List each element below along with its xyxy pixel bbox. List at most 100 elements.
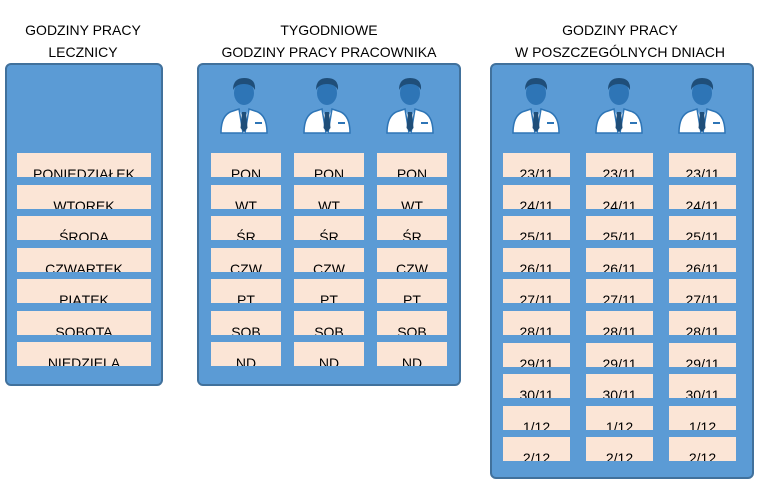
weekly-day-cell: PT xyxy=(377,279,447,303)
clinic-day-cell: PIĄTEK xyxy=(17,279,151,303)
clinic-day-cell: WTOREK xyxy=(17,184,151,209)
clinic-heading-line1: GODZINY PRACY xyxy=(25,22,141,38)
weekly-day-cell: WT xyxy=(377,184,447,209)
daily-date-cell-label: 27/11 xyxy=(602,292,637,304)
daily-heading-line1: GODZINY PRACY xyxy=(562,22,678,38)
daily-date-cell: 27/11 xyxy=(503,279,570,304)
daily-date-cell: 29/11 xyxy=(503,342,570,367)
clinic-day-cell-label: CZWARTEK xyxy=(45,260,123,272)
daily-date-cell: 23/11 xyxy=(669,153,736,177)
daily-date-cell: 29/11 xyxy=(669,342,736,367)
weekly-day-cell-label: ŚR xyxy=(236,229,256,240)
employee-icon xyxy=(678,78,726,134)
daily-date-cell-label: 26/11 xyxy=(602,260,637,272)
weekly-day-cell-label: ND xyxy=(318,355,340,366)
daily-date-cell: 30/11 xyxy=(669,374,736,399)
daily-date-cell: 24/11 xyxy=(586,184,653,209)
weekly-day-cell-label: PT xyxy=(403,292,421,303)
weekly-day-cell: CZW xyxy=(377,247,447,272)
weekly-day-cell-label: PON xyxy=(313,166,345,177)
weekly-day-cell-label: SOB xyxy=(397,323,427,335)
daily-date-cell-label: 23/11 xyxy=(519,166,554,177)
daily-heading: GODZINY PRACY W POSZCZEGÓLNYCH DNIACH xyxy=(490,19,750,63)
employee-icon xyxy=(220,78,268,134)
weekly-day-cell-label: PON xyxy=(396,166,428,177)
daily-date-cell-label: 2/12 xyxy=(522,450,551,462)
employee-icon xyxy=(595,78,643,134)
clinic-day-cell-label: PIĄTEK xyxy=(59,292,109,303)
daily-date-cell-label: 29/11 xyxy=(685,355,720,367)
weekly-day-cell: PT xyxy=(294,279,364,303)
daily-date-cell: 30/11 xyxy=(586,374,653,399)
weekly-heading: TYGODNIOWE GODZINY PRACY PRACOWNIKA xyxy=(198,19,460,63)
weekly-heading-line2: GODZINY PRACY PRACOWNIKA xyxy=(221,44,437,60)
clinic-day-cell-label: NIEDZIELA xyxy=(47,355,121,366)
daily-date-cell-label: 24/11 xyxy=(685,197,720,209)
daily-date-cell-label: 24/11 xyxy=(602,197,637,209)
daily-date-cell-label: 25/11 xyxy=(685,229,720,241)
weekly-day-cell: SOB xyxy=(294,310,364,335)
weekly-day-cell-label: CZW xyxy=(313,260,345,272)
daily-date-cell: 24/11 xyxy=(669,184,736,209)
daily-date-cell-label: 1/12 xyxy=(605,418,634,430)
weekly-day-cell-label: ŚR xyxy=(402,229,422,240)
daily-date-cell: 1/12 xyxy=(586,405,653,430)
daily-date-cell-label: 28/11 xyxy=(602,324,637,335)
employee-icon xyxy=(303,78,351,134)
daily-date-cell-label: 1/12 xyxy=(522,418,551,430)
daily-date-cell-label: 26/11 xyxy=(685,260,720,272)
weekly-day-cell: SOB xyxy=(211,310,281,335)
daily-date-cell: 25/11 xyxy=(586,216,653,241)
daily-date-cell: 23/11 xyxy=(586,153,653,177)
employee-icon xyxy=(512,78,560,134)
daily-date-cell: 27/11 xyxy=(669,279,736,304)
daily-date-cell: 30/11 xyxy=(503,374,570,399)
weekly-day-cell-label: CZW xyxy=(230,260,262,272)
weekly-day-cell-label: PON xyxy=(230,166,262,177)
weekly-day-cell: WT xyxy=(211,184,281,209)
daily-date-cell: 26/11 xyxy=(503,247,570,272)
daily-date-cell-label: 1/12 xyxy=(688,418,717,430)
daily-date-cell-label: 23/11 xyxy=(685,166,720,177)
weekly-day-cell: PT xyxy=(211,279,281,303)
daily-date-cell: 1/12 xyxy=(503,405,570,430)
daily-date-cell: 24/11 xyxy=(503,184,570,209)
weekly-day-cell-label: ŚR xyxy=(319,229,339,240)
daily-date-cell-label: 30/11 xyxy=(602,387,637,399)
clinic-heading: GODZINY PRACY LECZNICY xyxy=(8,19,158,63)
clinic-day-cell: ŚRODA xyxy=(17,216,151,240)
weekly-day-cell: CZW xyxy=(294,247,364,272)
weekly-day-cell: PON xyxy=(294,153,364,177)
weekly-day-cell-label: PT xyxy=(320,292,338,303)
daily-date-cell-label: 26/11 xyxy=(519,260,554,272)
weekly-day-cell-label: WT xyxy=(318,197,340,209)
daily-date-cell-label: 29/11 xyxy=(519,355,554,367)
clinic-day-cell-label: PONIEDZIAŁEK xyxy=(33,166,135,177)
clinic-day-cell-label: SOBOTA xyxy=(55,323,113,335)
daily-date-cell-label: 23/11 xyxy=(602,166,637,177)
daily-date-cell: 1/12 xyxy=(669,405,736,430)
daily-date-cell: 25/11 xyxy=(503,216,570,241)
weekly-day-cell-label: SOB xyxy=(314,323,344,335)
weekly-day-cell-label: PT xyxy=(237,292,255,303)
daily-date-cell-label: 27/11 xyxy=(685,292,720,304)
weekly-day-cell: SOB xyxy=(377,310,447,335)
daily-date-cell-label: 27/11 xyxy=(519,292,554,304)
daily-date-cell-label: 24/11 xyxy=(519,197,554,209)
clinic-heading-line2: LECZNICY xyxy=(48,44,118,60)
weekly-day-cell-label: WT xyxy=(401,197,423,209)
clinic-day-cell: PONIEDZIAŁEK xyxy=(17,153,151,177)
weekly-day-cell: ŚR xyxy=(294,216,364,240)
daily-date-cell: 29/11 xyxy=(586,342,653,367)
daily-date-cell: 2/12 xyxy=(669,437,736,462)
daily-date-cell-label: 25/11 xyxy=(519,229,554,241)
weekly-day-cell-label: CZW xyxy=(396,260,428,272)
weekly-day-cell-label: WT xyxy=(235,197,257,209)
weekly-day-cell: ŚR xyxy=(211,216,281,240)
weekly-day-cell: PON xyxy=(377,153,447,177)
employee-icon xyxy=(386,78,434,134)
daily-date-cell: 2/12 xyxy=(503,437,570,462)
weekly-day-cell: ŚR xyxy=(377,216,447,240)
daily-date-cell-label: 2/12 xyxy=(605,450,634,462)
daily-date-cell-label: 28/11 xyxy=(519,324,554,335)
